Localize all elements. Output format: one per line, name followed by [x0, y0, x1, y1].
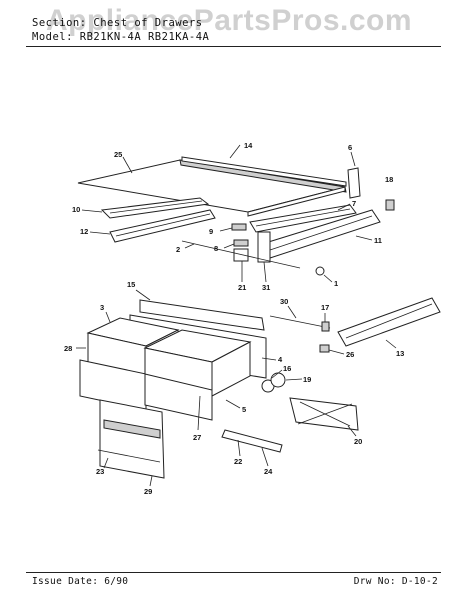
part-tray-20 — [289, 397, 359, 431]
callout-27: 27 — [193, 433, 201, 442]
callout-1: 1 — [334, 279, 338, 288]
callout-7: 7 — [352, 199, 356, 208]
callout-14: 14 — [244, 141, 253, 150]
model-line: Model: RB21KN-4A RB21KA-4A — [32, 30, 432, 44]
issue-date: Issue Date: 6/90 — [32, 576, 129, 587]
callout-22: 22 — [234, 457, 242, 466]
callout-18: 18 — [385, 175, 393, 184]
drawing-number: Drw No: D-10-2 — [353, 576, 438, 587]
model-value: RB21KN-4A RB21KA-4A — [79, 31, 210, 43]
part-knob-19 — [270, 372, 286, 388]
callout-25: 25 — [114, 150, 122, 159]
callout-10: 10 — [72, 205, 80, 214]
diagram-header: Section: Chest of Drawers Model: RB21KN-… — [32, 16, 432, 44]
part-rear-trim — [181, 156, 347, 187]
footer-rule — [26, 572, 441, 573]
callout-19: 19 — [303, 375, 311, 384]
part-small-rail — [221, 429, 283, 453]
part-left-rail-upper — [100, 197, 210, 219]
part-shelf — [77, 159, 347, 217]
header-rule — [26, 46, 441, 47]
callout-15: 15 — [127, 280, 135, 289]
callout-21: 21 — [238, 283, 246, 292]
callout-20: 20 — [354, 437, 362, 446]
callout-5: 5 — [242, 405, 246, 414]
callout-2: 2 — [176, 245, 180, 254]
part-right-drawer — [143, 329, 252, 421]
part-right-rail-13 — [337, 297, 441, 347]
part-right-rail-upper — [249, 204, 357, 233]
model-label: Model: — [32, 31, 73, 43]
callout-4: 4 — [278, 355, 283, 364]
section-line: Section: Chest of Drawers — [32, 16, 432, 30]
callout-30: 30 — [280, 297, 288, 306]
part-clip-26 — [319, 344, 330, 353]
callout-6: 6 — [348, 143, 352, 152]
callout-16: 16 — [283, 364, 291, 373]
callout-23: 23 — [96, 467, 104, 476]
callout-28: 28 — [64, 344, 72, 353]
callout-12: 12 — [80, 227, 88, 236]
section-value: Chest of Drawers — [93, 17, 203, 29]
callout-8: 8 — [214, 244, 218, 253]
callout-11: 11 — [374, 236, 382, 245]
callout-13: 13 — [396, 349, 404, 358]
callout-9: 9 — [209, 227, 213, 236]
callout-26: 26 — [346, 350, 354, 359]
section-label: Section: — [32, 17, 87, 29]
part-wire-30 — [269, 315, 331, 329]
callout-31: 31 — [262, 283, 270, 292]
part-clip-1 — [315, 266, 325, 276]
part-rod-2 — [181, 240, 301, 269]
part-clip-18 — [385, 199, 395, 211]
part-slide-9 — [231, 223, 247, 231]
callout-labels: 14 25 6 18 10 12 7 9 8 2 21 31 11 1 15 3… — [64, 141, 404, 496]
part-bracket-6 — [347, 167, 361, 199]
callout-3: 3 — [100, 303, 104, 312]
callout-24: 24 — [264, 467, 273, 476]
part-front-panel — [97, 399, 165, 479]
part-left-rail-lower — [109, 209, 216, 243]
callout-29: 29 — [144, 487, 152, 496]
callout-17: 17 — [321, 303, 329, 312]
part-slide-8 — [233, 239, 249, 247]
part-guide-31 — [257, 231, 271, 263]
watermark: AppliancePartsPros.com — [45, 4, 413, 37]
part-clip-17 — [321, 321, 330, 332]
part-block-21 — [233, 248, 249, 262]
